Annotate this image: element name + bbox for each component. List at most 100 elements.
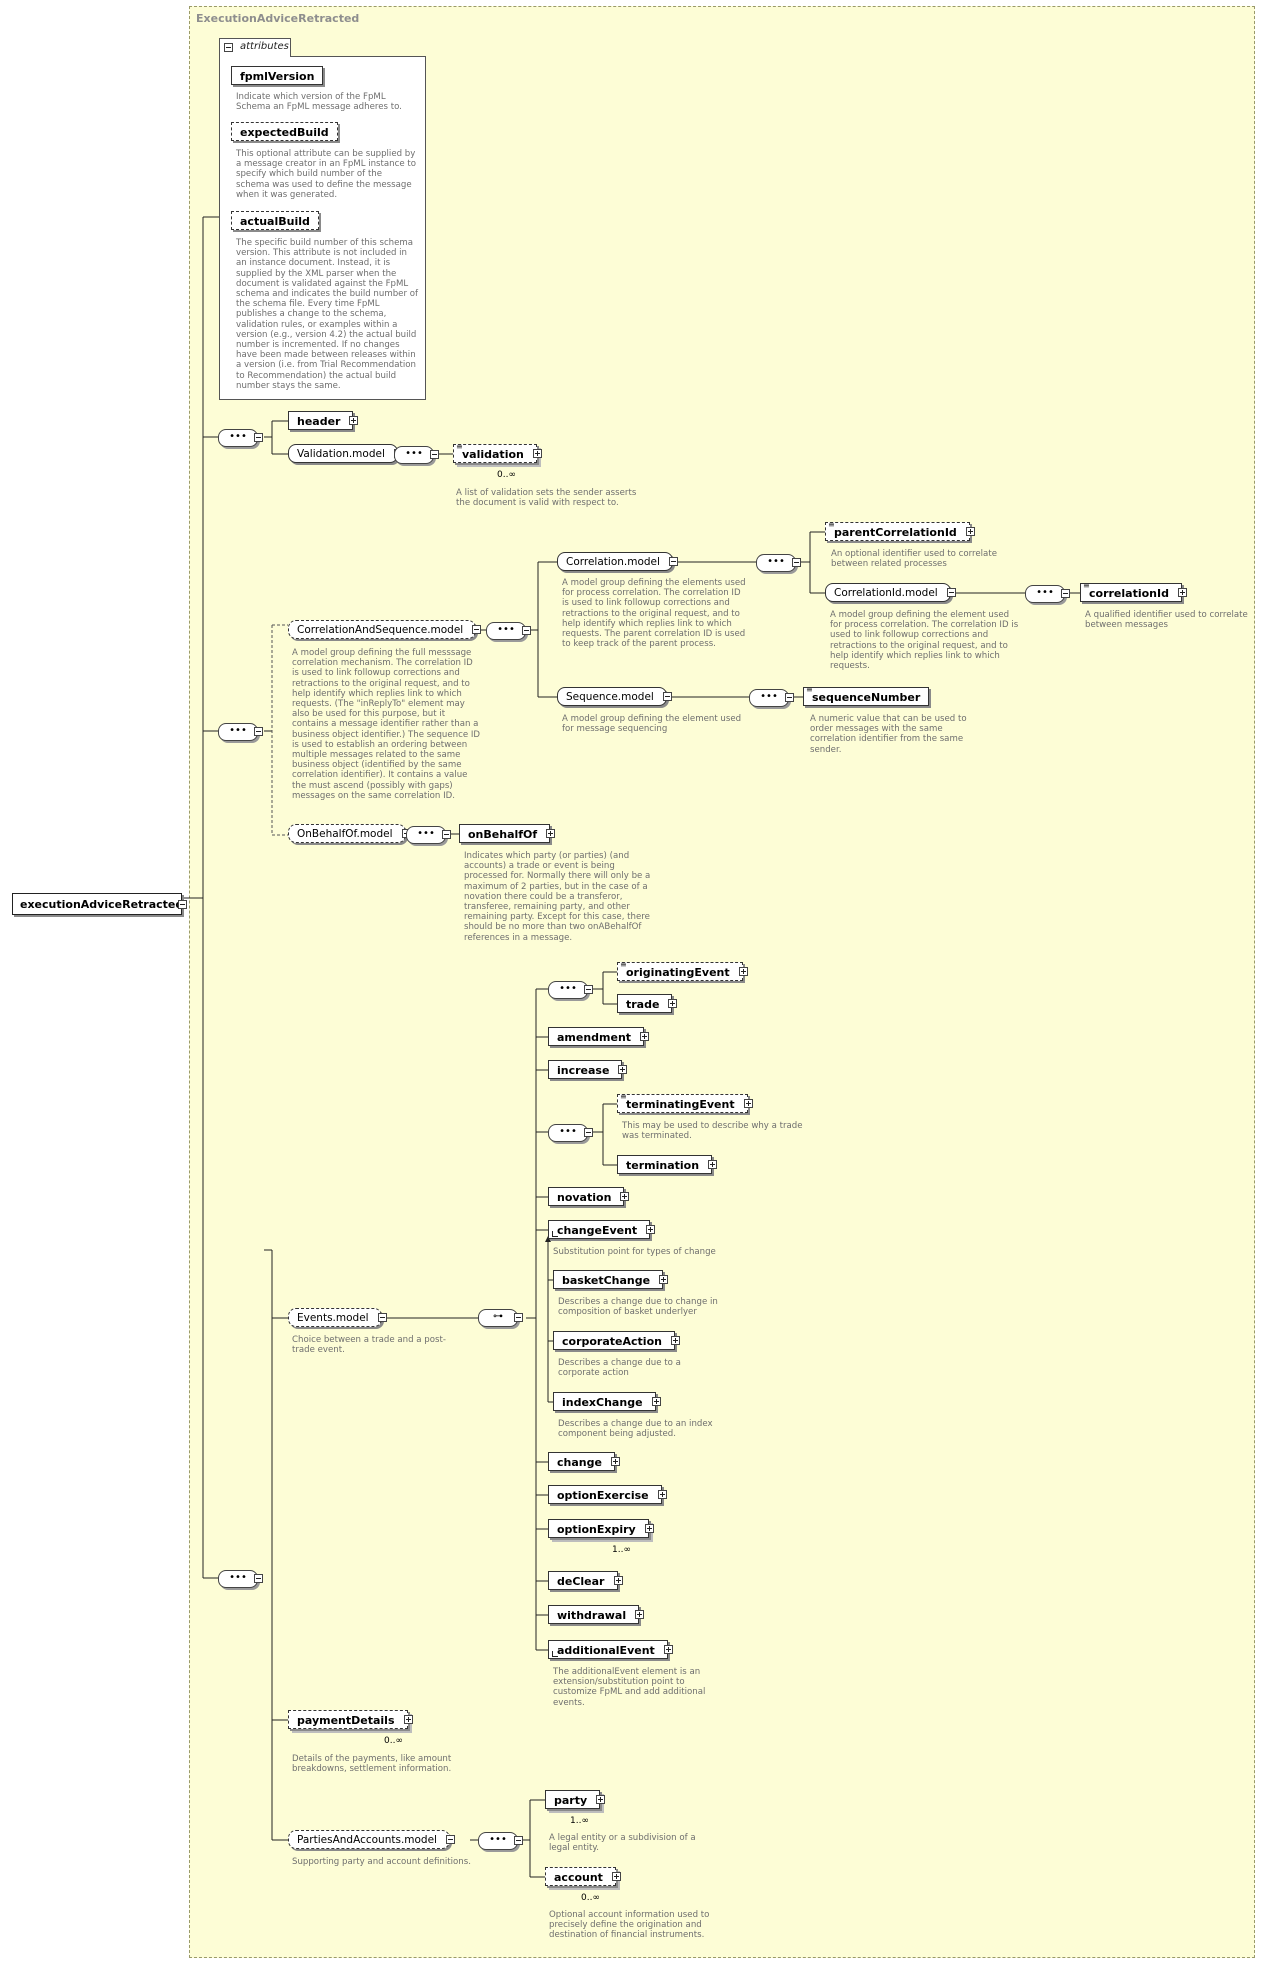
root-element[interactable]: executionAdviceRetracted — [12, 893, 187, 915]
collapse-icon[interactable] — [254, 1574, 263, 1583]
collapse-icon[interactable] — [668, 557, 678, 566]
party-element[interactable]: party — [545, 1790, 606, 1809]
novation-element[interactable]: novation — [548, 1187, 630, 1206]
on-behalf-of-element[interactable]: onBehalfOf — [459, 824, 556, 843]
terminating-event-doc: This may be used to describe why a trade… — [622, 1121, 803, 1142]
expand-icon[interactable] — [708, 1160, 718, 1169]
on-behalf-of-model-group[interactable]: OnBehalfOf.model — [288, 824, 411, 843]
correlation-id-model-group[interactable]: CorrelationId.model — [825, 583, 956, 602]
corporate-action-element[interactable]: corporateAction — [553, 1331, 680, 1350]
expand-icon[interactable] — [646, 1225, 656, 1234]
collapse-icon[interactable] — [792, 558, 801, 567]
increase-element[interactable]: increase — [548, 1060, 628, 1079]
sequence-compositor[interactable]: ••• — [478, 1832, 523, 1850]
collapse-icon[interactable] — [377, 1313, 387, 1322]
collapse-icon[interactable] — [254, 433, 263, 442]
correlation-and-sequence-model-group[interactable]: CorrelationAndSequence.model — [288, 620, 482, 639]
expand-icon[interactable] — [596, 1795, 606, 1804]
sequence-compositor[interactable]: ••• — [218, 429, 263, 447]
collapse-icon[interactable] — [514, 1836, 523, 1845]
collapse-icon[interactable] — [514, 1313, 523, 1322]
amendment-element[interactable]: amendment — [548, 1027, 650, 1046]
collapse-icon[interactable] — [1061, 589, 1070, 598]
account-element[interactable]: account — [545, 1867, 621, 1886]
validation-element[interactable]: ≡validation — [453, 443, 542, 463]
parties-and-accounts-model-group[interactable]: PartiesAndAccounts.model — [288, 1830, 455, 1849]
sequence-compositor[interactable]: ••• — [756, 554, 801, 572]
expand-icon[interactable] — [965, 527, 975, 536]
sequence-compositor[interactable]: ••• — [486, 622, 531, 640]
expand-icon[interactable] — [659, 1275, 669, 1284]
expand-icon[interactable] — [618, 1065, 628, 1074]
option-exercise-element[interactable]: optionExercise — [548, 1485, 667, 1504]
expand-icon[interactable] — [668, 999, 678, 1008]
collapse-icon[interactable] — [445, 1835, 455, 1844]
withdrawal-label: withdrawal — [557, 1609, 627, 1622]
additional-event-element[interactable]: additionalEvent — [548, 1640, 673, 1659]
attribute-fpml-version[interactable]: fpmlVersion — [231, 66, 324, 85]
expand-icon[interactable] — [670, 1336, 680, 1345]
sequence-compositor[interactable]: ••• — [394, 446, 439, 464]
sequence-compositor[interactable]: ••• — [749, 689, 794, 707]
expand-icon[interactable] — [532, 449, 542, 458]
originating-event-element[interactable]: ≡originatingEvent — [617, 961, 748, 981]
expand-icon[interactable] — [620, 1192, 630, 1201]
expand-icon[interactable] — [349, 416, 359, 425]
collapse-icon[interactable] — [584, 1128, 593, 1137]
withdrawal-element[interactable]: withdrawal — [548, 1605, 645, 1624]
collapse-icon[interactable] — [522, 626, 531, 635]
termination-element[interactable]: termination — [617, 1155, 718, 1174]
expand-icon[interactable] — [738, 967, 748, 976]
expand-icon[interactable] — [546, 829, 556, 838]
expand-icon[interactable] — [611, 1872, 621, 1881]
expand-icon[interactable] — [1177, 588, 1187, 597]
collapse-icon[interactable] — [254, 727, 263, 736]
sequence-number-element[interactable]: ≡sequenceNumber — [803, 686, 930, 706]
collapse-icon[interactable] — [785, 693, 794, 702]
attribute-actual-build[interactable]: actualBuild — [231, 211, 319, 230]
basket-change-element[interactable]: basketChange — [553, 1270, 669, 1289]
expand-icon[interactable] — [640, 1032, 650, 1041]
collapse-icon[interactable] — [662, 692, 672, 701]
option-expiry-element[interactable]: optionExpiry — [548, 1519, 654, 1538]
collapse-icon[interactable] — [946, 588, 956, 597]
expand-icon[interactable] — [635, 1610, 645, 1619]
correlation-id-element[interactable]: ≡correlationId — [1080, 582, 1187, 602]
sequence-model-group[interactable]: Sequence.model — [557, 687, 672, 706]
expand-icon[interactable] — [644, 1524, 654, 1533]
expand-icon[interactable] — [403, 1715, 413, 1724]
validation-model-group[interactable]: Validation.model — [288, 444, 403, 463]
expand-icon[interactable] — [651, 1397, 661, 1406]
change-event-element[interactable]: changeEvent — [548, 1220, 656, 1239]
collapse-icon[interactable] — [178, 900, 187, 909]
attribute-expected-build[interactable]: expectedBuild — [231, 122, 338, 141]
de-clear-element[interactable]: deClear — [548, 1571, 623, 1590]
trade-element[interactable]: trade — [617, 994, 678, 1013]
payment-details-element[interactable]: paymentDetails — [288, 1710, 413, 1729]
collapse-icon[interactable] — [472, 625, 482, 634]
collapse-icon[interactable] — [224, 43, 233, 52]
sequence-compositor[interactable]: ••• — [218, 1570, 263, 1588]
correlation-model-group[interactable]: Correlation.model — [557, 552, 678, 571]
header-element[interactable]: header — [288, 411, 359, 430]
sequence-compositor[interactable]: ••• — [218, 723, 263, 741]
expand-icon[interactable] — [657, 1490, 667, 1499]
collapse-icon[interactable] — [442, 830, 451, 839]
attributes-tab[interactable]: attributes — [219, 38, 291, 57]
collapse-icon[interactable] — [430, 450, 439, 459]
expand-icon[interactable] — [610, 1457, 620, 1466]
index-change-element[interactable]: indexChange — [553, 1392, 661, 1411]
sequence-compositor[interactable]: ••• — [548, 1124, 593, 1142]
terminating-event-element[interactable]: ≡terminatingEvent — [617, 1093, 753, 1113]
expand-icon[interactable] — [663, 1645, 673, 1654]
sequence-compositor[interactable]: ••• — [548, 981, 593, 999]
change-element[interactable]: change — [548, 1452, 620, 1471]
expand-icon[interactable] — [743, 1099, 753, 1108]
collapse-icon[interactable] — [584, 985, 593, 994]
sequence-compositor[interactable]: ••• — [1025, 585, 1070, 603]
sequence-compositor[interactable]: ••• — [406, 826, 451, 844]
expand-icon[interactable] — [613, 1576, 623, 1585]
events-model-group[interactable]: Events.model — [288, 1308, 387, 1327]
choice-compositor[interactable]: ⊶ — [478, 1309, 523, 1327]
parent-correlation-id-element[interactable]: ≡parentCorrelationId — [825, 521, 975, 541]
